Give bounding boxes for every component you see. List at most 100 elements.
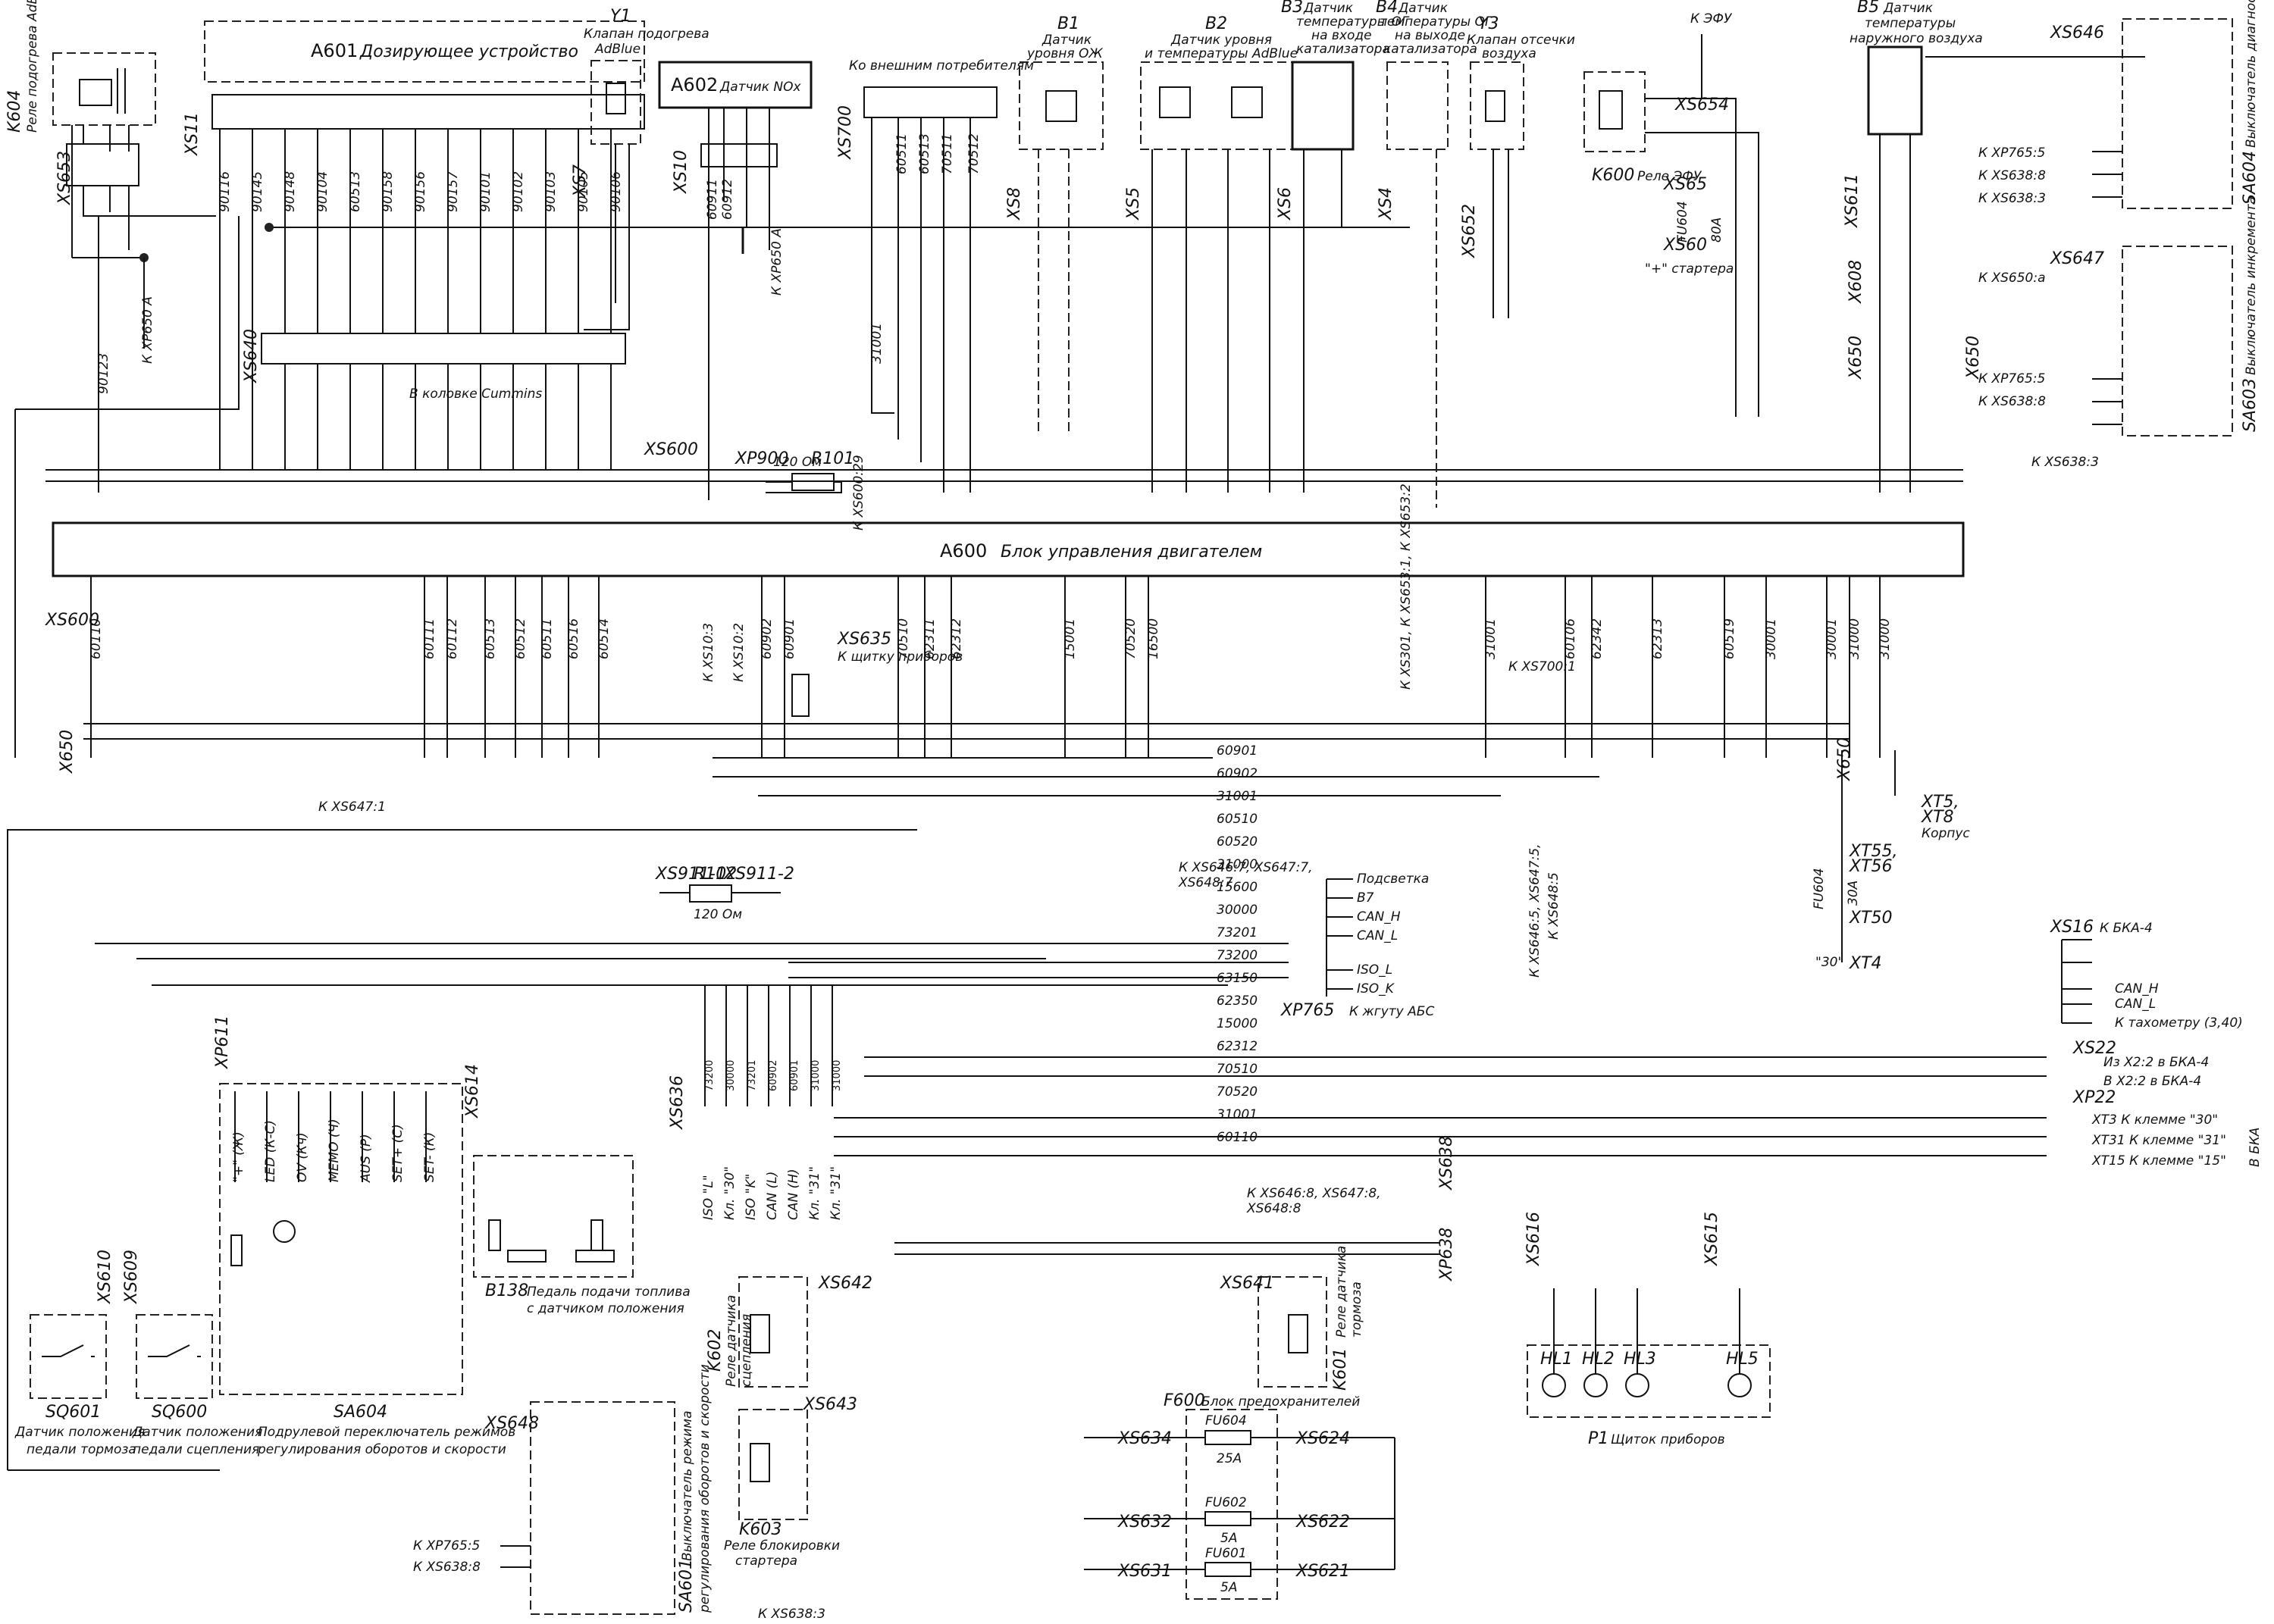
f600-id: F600 xyxy=(1164,1391,1205,1410)
sa604b-resistor xyxy=(230,1234,243,1266)
xs636-pin-label: CAN (L) xyxy=(765,1172,780,1220)
b2-id: B2 xyxy=(1205,14,1227,33)
wire-label: 60514 xyxy=(597,618,612,659)
xs631-label: XS631 xyxy=(1117,1562,1172,1581)
wire-label: 62311 xyxy=(922,618,938,659)
xs624-label: XS624 xyxy=(1295,1429,1350,1448)
b4-name1: Датчик xyxy=(1398,1,1449,16)
b3-name3: на входе xyxy=(1311,28,1372,43)
wire-label: 90103 xyxy=(543,171,559,212)
fu604-b-val: 25А xyxy=(1217,1451,1242,1466)
r102-resistor xyxy=(689,884,732,903)
sa604-name: Выключатель диагностики xyxy=(2244,0,2259,148)
wire-label: 90116 xyxy=(218,171,233,212)
sa603-name: Выключатель инкремента xyxy=(2244,196,2259,375)
xs632-label: XS632 xyxy=(1117,1513,1172,1532)
xs636-wire-label: 60901 xyxy=(789,1060,800,1091)
y1-name1: Клапан подогрева xyxy=(584,27,709,42)
ref-k-xs10-3: К XS10:3 xyxy=(701,623,716,682)
xs638-label: XS638 xyxy=(1437,1136,1456,1191)
sa604b-id: SA604 xyxy=(334,1403,387,1422)
wire-label: 60519 xyxy=(1722,618,1737,659)
xp611-pin-label: AUS (Р) xyxy=(359,1134,374,1183)
xs636-wire-label: 30000 xyxy=(725,1060,737,1091)
bka-taho: К тахометру (3,40) xyxy=(2115,1015,2243,1031)
b2-name2: и температуры AdBlue xyxy=(1145,46,1298,61)
xt31-label: XT31 К клемме "31" xyxy=(2091,1133,2226,1148)
horizontal-trunk-group: 6090160902310016051060520310001560030000… xyxy=(95,743,2047,1156)
svg-text:60911: 60911 xyxy=(705,179,720,220)
xs636-pin-label: CAN (H) xyxy=(786,1169,801,1220)
k601-name1: Реле датчика xyxy=(1334,1246,1349,1338)
warning-lamp-hl3 xyxy=(1625,1373,1649,1397)
y3-coil xyxy=(1485,90,1505,122)
xs621-label: XS621 xyxy=(1295,1562,1350,1581)
p1-name: Щиток приборов xyxy=(1611,1432,1725,1447)
fu604-b: FU604 xyxy=(1205,1413,1247,1428)
xs650-r-label: X650 xyxy=(1835,737,1854,781)
xp22-label: XP22 xyxy=(2072,1088,2116,1107)
xs650-t2-label: X650 xyxy=(1964,336,1983,380)
sa604-id: SA604 xyxy=(2241,151,2260,205)
ecu-bus-a600 xyxy=(52,521,1965,577)
xp765-label: XP765 xyxy=(1280,1001,1334,1020)
ref-k-xs648-5: К XS648:5 xyxy=(1546,872,1561,940)
xs640-label: XS640 xyxy=(242,329,261,383)
ref-k-xs638-8c: К XS638:8 xyxy=(413,1560,481,1575)
xs636-label: XS636 xyxy=(668,1075,687,1130)
abs-canh: CAN_H xyxy=(1357,909,1401,925)
xp611-pin-label: LED (К-С) xyxy=(263,1120,278,1182)
xp611-label: XP611 xyxy=(213,1015,232,1069)
xs635-label: XS635 xyxy=(837,630,891,649)
fu602-val: 5А xyxy=(1220,1531,1237,1546)
xt3-label: XT3 К клемме "30" xyxy=(2091,1112,2218,1128)
wire-60110-frame xyxy=(7,829,95,1470)
xs611-label: XS611 xyxy=(1843,174,1862,228)
a601-frame xyxy=(204,20,645,83)
cummins-note: В коловке Cummins xyxy=(409,386,542,402)
sa604b-name1: Подрулевой переключатель режимов xyxy=(258,1425,515,1440)
xs6-label: XS6 xyxy=(1276,187,1295,221)
xp611-pin-label: SET+ (С) xyxy=(390,1124,406,1182)
r101-value: 120 Ом xyxy=(773,455,822,470)
k603-name2: стартера xyxy=(735,1554,797,1569)
xs652-label: XS652 xyxy=(1460,204,1479,258)
xs636-wire-label: 60902 xyxy=(768,1060,779,1091)
wire-label: 90102 xyxy=(511,171,526,212)
xs650-l-label: X650 xyxy=(58,730,77,774)
k603-frame xyxy=(738,1409,808,1520)
xp765-note: К жгуту АБС xyxy=(1349,1004,1434,1019)
wire-label: 90158 xyxy=(381,171,396,212)
xt50-label: XT50 xyxy=(1849,909,1893,928)
r101-label: R101 xyxy=(811,449,854,468)
wire-label: 60516 xyxy=(566,618,581,659)
ref-k-xs10-2: К XS10:2 xyxy=(731,623,747,682)
xs636-pin-label: Кл. "30" xyxy=(722,1166,738,1220)
b138-id: B138 xyxy=(485,1281,528,1300)
xs4-label: XS4 xyxy=(1377,187,1395,221)
sa603-frame xyxy=(2122,246,2233,437)
ref-k-xs638-3-bottom: К XS638:3 xyxy=(758,1607,825,1622)
xs11-label: XS11 xyxy=(183,112,202,156)
trunk-wire-label: 60901 xyxy=(1217,743,1258,759)
ref-k-xs650a: К XS650:a xyxy=(1978,271,2046,286)
b2-frame xyxy=(1140,61,1293,150)
led-indicator xyxy=(273,1220,296,1243)
fu604-c: FU604 xyxy=(1812,868,1827,909)
wire-label: 70520 xyxy=(1123,618,1139,659)
b1-name1: Датчик xyxy=(1041,33,1092,48)
trunk-wire-label: 63150 xyxy=(1217,971,1258,986)
ref-k-xs646-7: К XS646:7, XS647:7, xyxy=(1179,860,1313,875)
b3-name2: температуры ОГ xyxy=(1296,14,1410,30)
xp611-pin-label: OV (Кч) xyxy=(295,1132,310,1182)
xs911-2-label: XS911-2 xyxy=(723,865,794,884)
k604-frame xyxy=(52,52,156,126)
sa601-id: SA601 xyxy=(677,1559,696,1613)
b5-id: B5 xyxy=(1857,0,1879,17)
wire-label: 60513 xyxy=(348,171,363,212)
xs653-connector xyxy=(66,143,139,186)
sq600-frame xyxy=(136,1314,213,1399)
sa604b-name2: регулирования оборотов и скорости xyxy=(257,1442,506,1457)
k600-id: K600 xyxy=(1592,166,1634,185)
